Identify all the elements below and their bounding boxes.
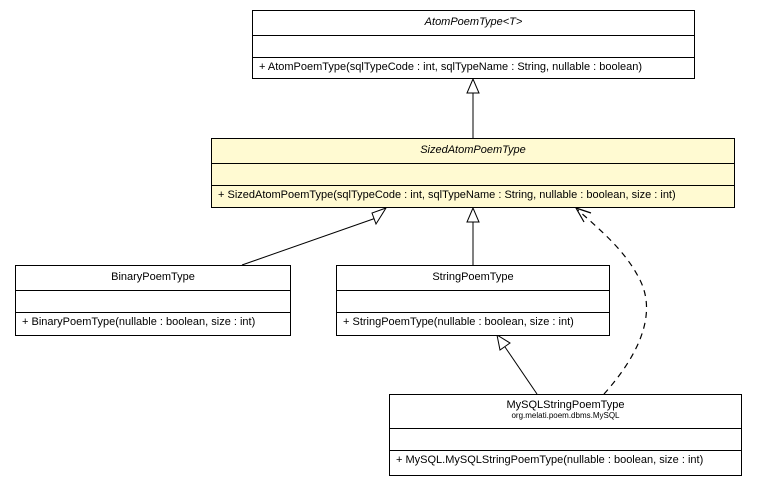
class-atom-poem-type[interactable]: AtomPoemType<T> + AtomPoemType(sqlTypeCo… [252, 10, 695, 79]
class-name: MySQLStringPoemType [506, 399, 625, 411]
class-name-compartment: MySQLStringPoemType org.melati.poem.dbms… [390, 395, 741, 429]
generalization-arrowhead [371, 207, 388, 226]
edge-binary-extends-sized [241, 217, 377, 266]
class-string-poem-type[interactable]: StringPoemType + StringPoemType(nullable… [336, 265, 610, 336]
type-parameter: <T> [502, 16, 523, 28]
operations-compartment: + BinaryPoemType(nullable : boolean, siz… [16, 313, 290, 329]
class-name: BinaryPoemType [111, 271, 195, 283]
operations-compartment: + MySQL.MySQLStringPoemType(nullable : b… [390, 451, 741, 467]
dependency-arrowhead [574, 206, 592, 223]
class-mysql-string-poem-type[interactable]: MySQLStringPoemType org.melati.poem.dbms… [389, 394, 742, 476]
attributes-compartment [253, 36, 694, 58]
edge-mysql-depends-sized [577, 209, 648, 395]
attributes-compartment [212, 164, 734, 186]
constructor-operation: + AtomPoemType(sqlTypeCode : int, sqlTyp… [259, 61, 643, 73]
class-name-compartment: StringPoemType [337, 266, 609, 291]
constructor-operation: + SizedAtomPoemType(sqlTypeCode : int, s… [218, 189, 676, 201]
class-name-compartment: BinaryPoemType [16, 266, 290, 291]
generalization-arrowhead [466, 206, 480, 223]
operations-compartment: + SizedAtomPoemType(sqlTypeCode : int, s… [212, 186, 734, 202]
generalization-arrowhead [466, 77, 480, 94]
class-name: AtomPoemType [424, 16, 503, 28]
operations-compartment: + StringPoemType(nullable : boolean, siz… [337, 313, 609, 329]
class-binary-poem-type[interactable]: BinaryPoemType + BinaryPoemType(nullable… [15, 265, 291, 336]
class-name: SizedAtomPoemType [420, 144, 526, 156]
attributes-compartment [16, 291, 290, 313]
attributes-compartment [390, 429, 741, 451]
class-name-compartment: SizedAtomPoemType [212, 139, 734, 164]
constructor-operation: + StringPoemType(nullable : boolean, siz… [343, 316, 574, 328]
package-name: org.melati.poem.dbms.MySQL [511, 411, 620, 420]
attributes-compartment [337, 291, 609, 313]
class-sized-atom-poem-type[interactable]: SizedAtomPoemType + SizedAtomPoemType(sq… [211, 138, 735, 208]
constructor-operation: + MySQL.MySQLStringPoemType(nullable : b… [396, 454, 704, 466]
constructor-operation: + BinaryPoemType(nullable : boolean, siz… [22, 316, 256, 328]
operations-compartment: + AtomPoemType(sqlTypeCode : int, sqlTyp… [253, 58, 694, 74]
generalization-arrowhead [496, 333, 511, 351]
edge-mysql-extends-string [504, 346, 538, 395]
class-name-compartment: AtomPoemType<T> [253, 11, 694, 36]
class-name: StringPoemType [432, 271, 514, 283]
